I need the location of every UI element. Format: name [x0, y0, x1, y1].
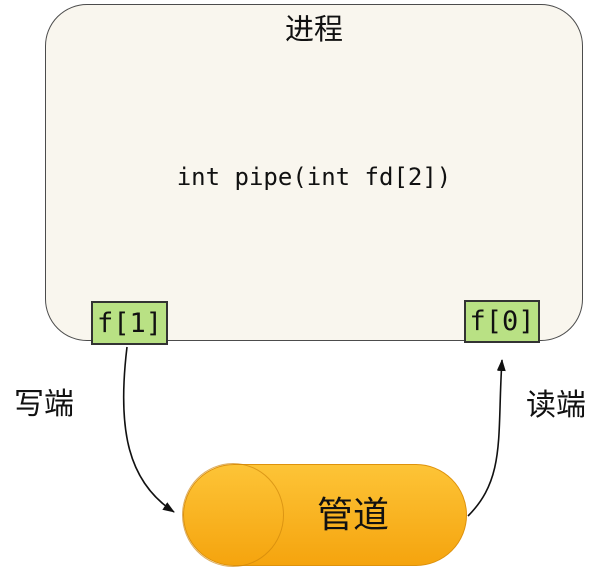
write-fd-label: f[1] [96, 307, 163, 339]
write-end-label: 写端 [14, 388, 74, 421]
pipe-cylinder-cap [182, 463, 284, 567]
read-fd-box: f[0] [464, 300, 540, 343]
pipe-label: 管道 [316, 494, 389, 535]
process-box: 进程 int pipe(int fd[2]) [45, 4, 583, 341]
process-title: 进程 [284, 14, 343, 46]
read-end-label: 读端 [526, 389, 586, 422]
write-fd-box: f[1] [91, 301, 168, 345]
read-arrow-path [467, 359, 506, 517]
pipe-syscall-code: int pipe(int fd[2]) [176, 163, 452, 191]
read-fd-label: f[0] [469, 306, 535, 337]
write-arrow-path [122, 346, 175, 513]
